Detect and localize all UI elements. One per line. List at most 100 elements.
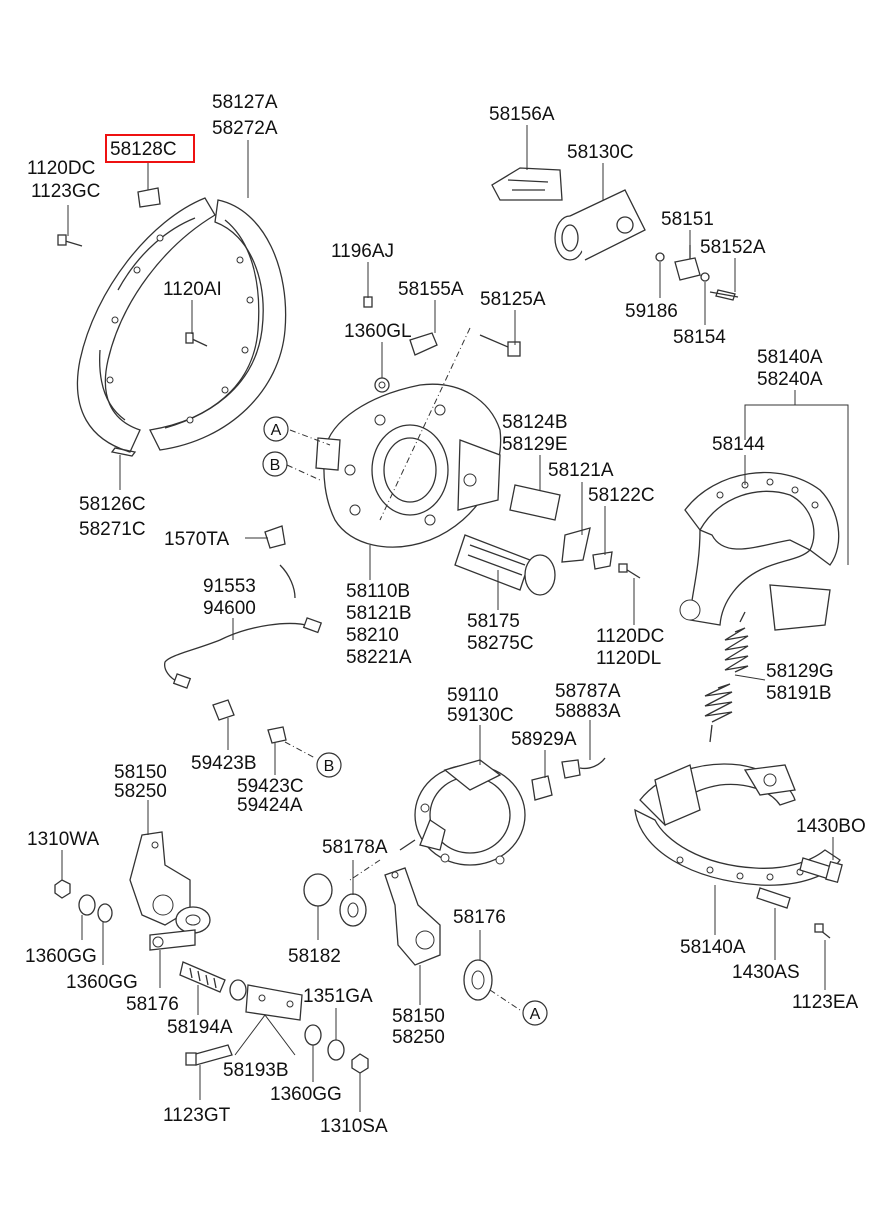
label-58883a: 58883A <box>555 701 621 722</box>
label-58182: 58182 <box>288 946 341 967</box>
small-parts-top-center <box>363 296 521 393</box>
label-58250-left: 58250 <box>114 781 167 802</box>
svg-text:B: B <box>270 457 281 474</box>
camshaft-illustration <box>454 484 641 596</box>
label-58210: 58210 <box>346 625 399 646</box>
label-1360gg-c: 1360GG <box>270 1084 342 1105</box>
sensor-clip-illustration <box>264 525 296 599</box>
washer-58176-right-illustration <box>463 959 493 1001</box>
center-lines <box>284 327 521 1011</box>
part-labels: 58127A 58272A 58128C 1120DC 1123GC 1120A… <box>25 92 866 1137</box>
snap-ring-washer-illustration <box>303 873 367 927</box>
label-58129e: 58129E <box>502 434 568 455</box>
svg-text:A: A <box>530 1006 541 1023</box>
label-58175: 58175 <box>467 611 520 632</box>
label-58140a-top: 58140A <box>757 347 823 368</box>
label-1120dc-mid: 1120DC <box>596 626 664 647</box>
label-91553: 91553 <box>203 576 256 597</box>
adjusting-screw-bracket-illustration <box>179 961 369 1074</box>
label-58275c: 58275C <box>467 633 534 654</box>
label-58787a: 58787A <box>555 681 621 702</box>
leader-lines <box>61 125 849 1112</box>
label-1310sa: 1310SA <box>320 1116 388 1137</box>
label-58124b: 58124B <box>502 412 568 433</box>
brake-chamber-illustration <box>399 757 606 866</box>
brake-shoe-assembly-lower-illustration <box>634 763 841 886</box>
label-59130c: 59130C <box>447 705 514 726</box>
label-58271c: 58271C <box>79 519 146 540</box>
label-58129g: 58129G <box>766 661 834 682</box>
bolt-1123gc-illustration <box>57 234 83 247</box>
backing-plate-illustration <box>76 197 216 457</box>
label-59423b: 59423B <box>191 753 257 774</box>
ref-marker-b-bottom: B <box>316 752 342 778</box>
label-59186: 59186 <box>625 301 678 322</box>
label-59424a: 59424A <box>237 795 303 816</box>
label-58130c: 58130C <box>567 142 634 163</box>
label-1310wa: 1310WA <box>27 829 99 850</box>
label-1196aj: 1196AJ <box>331 241 394 262</box>
label-1123gc: 1123GC <box>31 181 100 202</box>
label-58150-left: 58150 <box>114 762 167 783</box>
label-58250-right: 58250 <box>392 1027 445 1048</box>
label-1123ea: 1123EA <box>792 992 859 1013</box>
slack-adjuster-right-illustration <box>384 867 441 966</box>
label-58125a: 58125A <box>480 289 546 310</box>
label-58127a: 58127A <box>212 92 278 113</box>
label-58191b: 58191B <box>766 683 832 704</box>
label-1360gl: 1360GL <box>344 321 412 342</box>
label-58155a: 58155A <box>398 279 464 300</box>
label-58121a: 58121A <box>548 460 614 481</box>
slack-adjuster-left-illustration <box>129 831 211 951</box>
spider-plate-illustration <box>315 383 502 548</box>
label-59110: 59110 <box>447 685 498 706</box>
label-58110b: 58110B <box>346 581 410 602</box>
label-1120ai: 1120AI <box>163 279 222 300</box>
return-springs-illustration <box>704 611 749 743</box>
label-58126c: 58126C <box>79 494 146 515</box>
nuts-washers-left-illustration <box>54 879 113 923</box>
anchor-pins-illustration <box>756 857 843 939</box>
label-58176-left: 58176 <box>126 994 179 1015</box>
label-1430as: 1430AS <box>732 962 800 983</box>
label-59423c: 59423C <box>237 776 304 797</box>
label-1120dc-top: 1120DC <box>27 158 95 179</box>
label-1570ta: 1570TA <box>164 529 229 550</box>
label-58140a-bottom: 58140A <box>680 937 746 958</box>
label-58144: 58144 <box>712 434 765 455</box>
brake-shoe-illustration <box>149 199 287 451</box>
label-1123gt: 1123GT <box>163 1105 231 1126</box>
label-58240a: 58240A <box>757 369 823 390</box>
bolt-1120ai-illustration <box>185 332 208 347</box>
label-58156a: 58156A <box>489 104 555 125</box>
clip-58128c-illustration <box>137 187 161 208</box>
abs-sensor-wire-illustration <box>164 617 323 744</box>
label-58150-right: 58150 <box>392 1006 445 1027</box>
label-1351ga: 1351GA <box>303 986 373 1007</box>
ref-marker-b-top: B <box>262 451 288 477</box>
label-58151: 58151 <box>661 209 714 230</box>
label-94600: 94600 <box>203 598 256 619</box>
label-58128c[interactable]: 58128C <box>110 139 177 160</box>
label-58154: 58154 <box>673 327 726 348</box>
label-58221a: 58221A <box>346 647 412 668</box>
svg-text:B: B <box>324 758 335 775</box>
label-58152a: 58152A <box>700 237 766 258</box>
brake-shoe-assembly-upper-illustration <box>679 471 840 631</box>
label-58176-right: 58176 <box>453 907 506 928</box>
label-58194a: 58194A <box>167 1017 233 1038</box>
label-58121b: 58121B <box>346 603 412 624</box>
label-58193b: 58193B <box>223 1060 289 1081</box>
label-58929a: 58929A <box>511 729 577 750</box>
wheel-cylinder-illustration <box>491 167 739 301</box>
ref-marker-a-bottom: A <box>522 1000 548 1026</box>
highlight-box-58128c <box>105 134 195 163</box>
ref-marker-a-top: A <box>263 416 289 442</box>
svg-text:A: A <box>271 422 282 439</box>
label-1430bo: 1430BO <box>796 816 866 837</box>
label-58272a: 58272A <box>212 118 278 139</box>
label-1360gg-b: 1360GG <box>66 972 138 993</box>
label-1360gg-a: 1360GG <box>25 946 97 967</box>
label-58178a: 58178A <box>322 837 388 858</box>
